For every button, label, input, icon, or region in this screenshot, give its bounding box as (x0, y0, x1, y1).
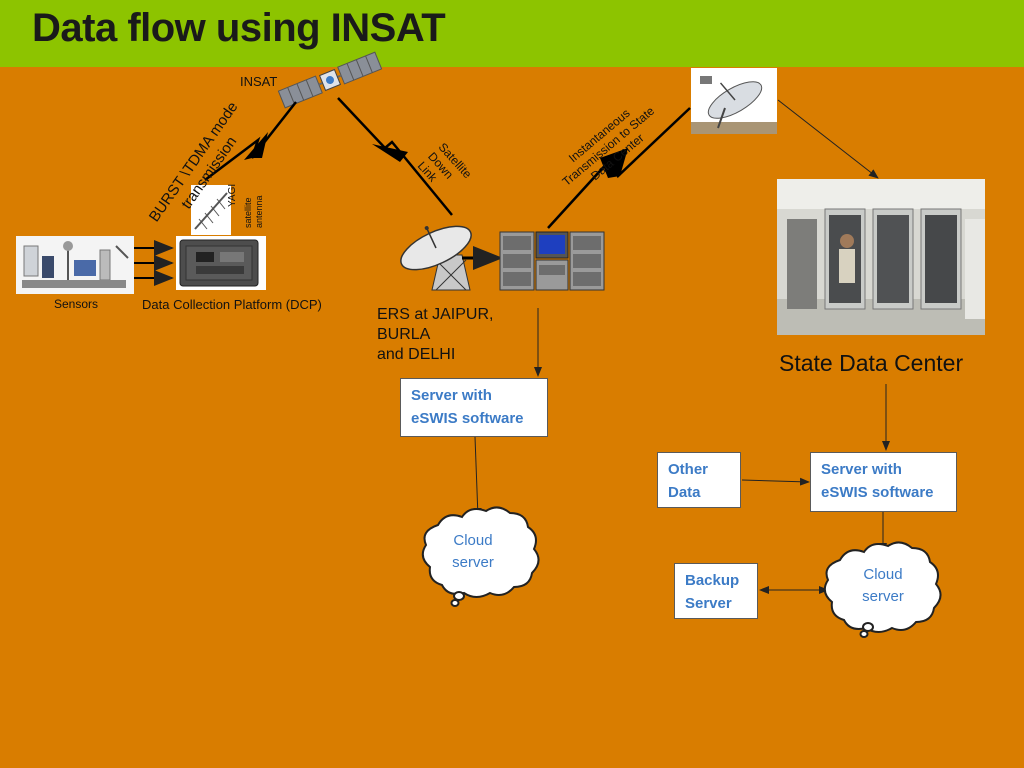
satellite-antenna-label-line1: satellite (243, 197, 253, 228)
cloud-right-line1: Cloud (863, 566, 903, 583)
cloud-left-line1: Cloud (453, 532, 493, 549)
backup-line1: Backup (685, 572, 740, 589)
server-right-line2: eSWIS software (821, 484, 934, 501)
backup-server-box: Backup Server (674, 563, 758, 619)
satellite-antenna-label-line2: antenna (254, 195, 264, 228)
dcp-label: Data Collection Platform (DCP) (142, 297, 322, 312)
ers-label: ERS at JAIPUR, BURLA and DELHI (377, 305, 493, 365)
arrow-server-to-cloud-left (473, 436, 482, 518)
ers-server-icon (499, 231, 605, 291)
cloud-left-shape (421, 506, 540, 607)
cloud-right-shape (823, 541, 942, 638)
server-right-line1: Server with (821, 461, 902, 478)
insat-label: INSAT (240, 74, 278, 89)
satellite-icon (277, 51, 383, 109)
state-data-center-photo (777, 179, 985, 335)
server-left-line2: eSWIS software (411, 410, 524, 427)
arrow-dish-to-sdc (777, 99, 879, 179)
sdc-dish-icon (691, 68, 777, 134)
cloud-left-text: Cloud server (443, 530, 503, 574)
other-line1: Other (668, 461, 709, 478)
dcp-photo (176, 236, 266, 290)
sensors-photo (16, 236, 134, 294)
other-line2: Data (668, 484, 701, 501)
backup-line2: Server (685, 595, 732, 612)
ers-dish-icon (400, 225, 503, 291)
arrow-other-to-server (741, 477, 810, 486)
page-title: Data flow using INSAT (32, 6, 446, 50)
ers-line1: ERS at JAIPUR, (377, 306, 494, 323)
cloud-left-line2: server (452, 554, 494, 571)
other-data-box: Other Data (657, 452, 741, 508)
sensors-label: Sensors (54, 297, 99, 311)
server-box-left: Server with eSWIS software (400, 378, 548, 437)
ers-line3: and DELHI (377, 346, 456, 363)
server-left-line1: Server with (411, 387, 492, 404)
state-data-center-label: State Data Center (779, 350, 964, 376)
cloud-right-text: Cloud server (853, 564, 913, 608)
server-box-right: Server with eSWIS software (810, 452, 957, 512)
yagi-label: YAGI (227, 183, 238, 207)
header-bar (0, 0, 1024, 67)
yagi-antenna-photo (191, 185, 231, 235)
transmission-bolt (547, 107, 691, 229)
downlink-bolt (337, 97, 453, 216)
ers-line2: BURLA (377, 326, 431, 343)
uplink-bolt (204, 101, 297, 181)
cloud-right-line2: server (862, 588, 904, 605)
